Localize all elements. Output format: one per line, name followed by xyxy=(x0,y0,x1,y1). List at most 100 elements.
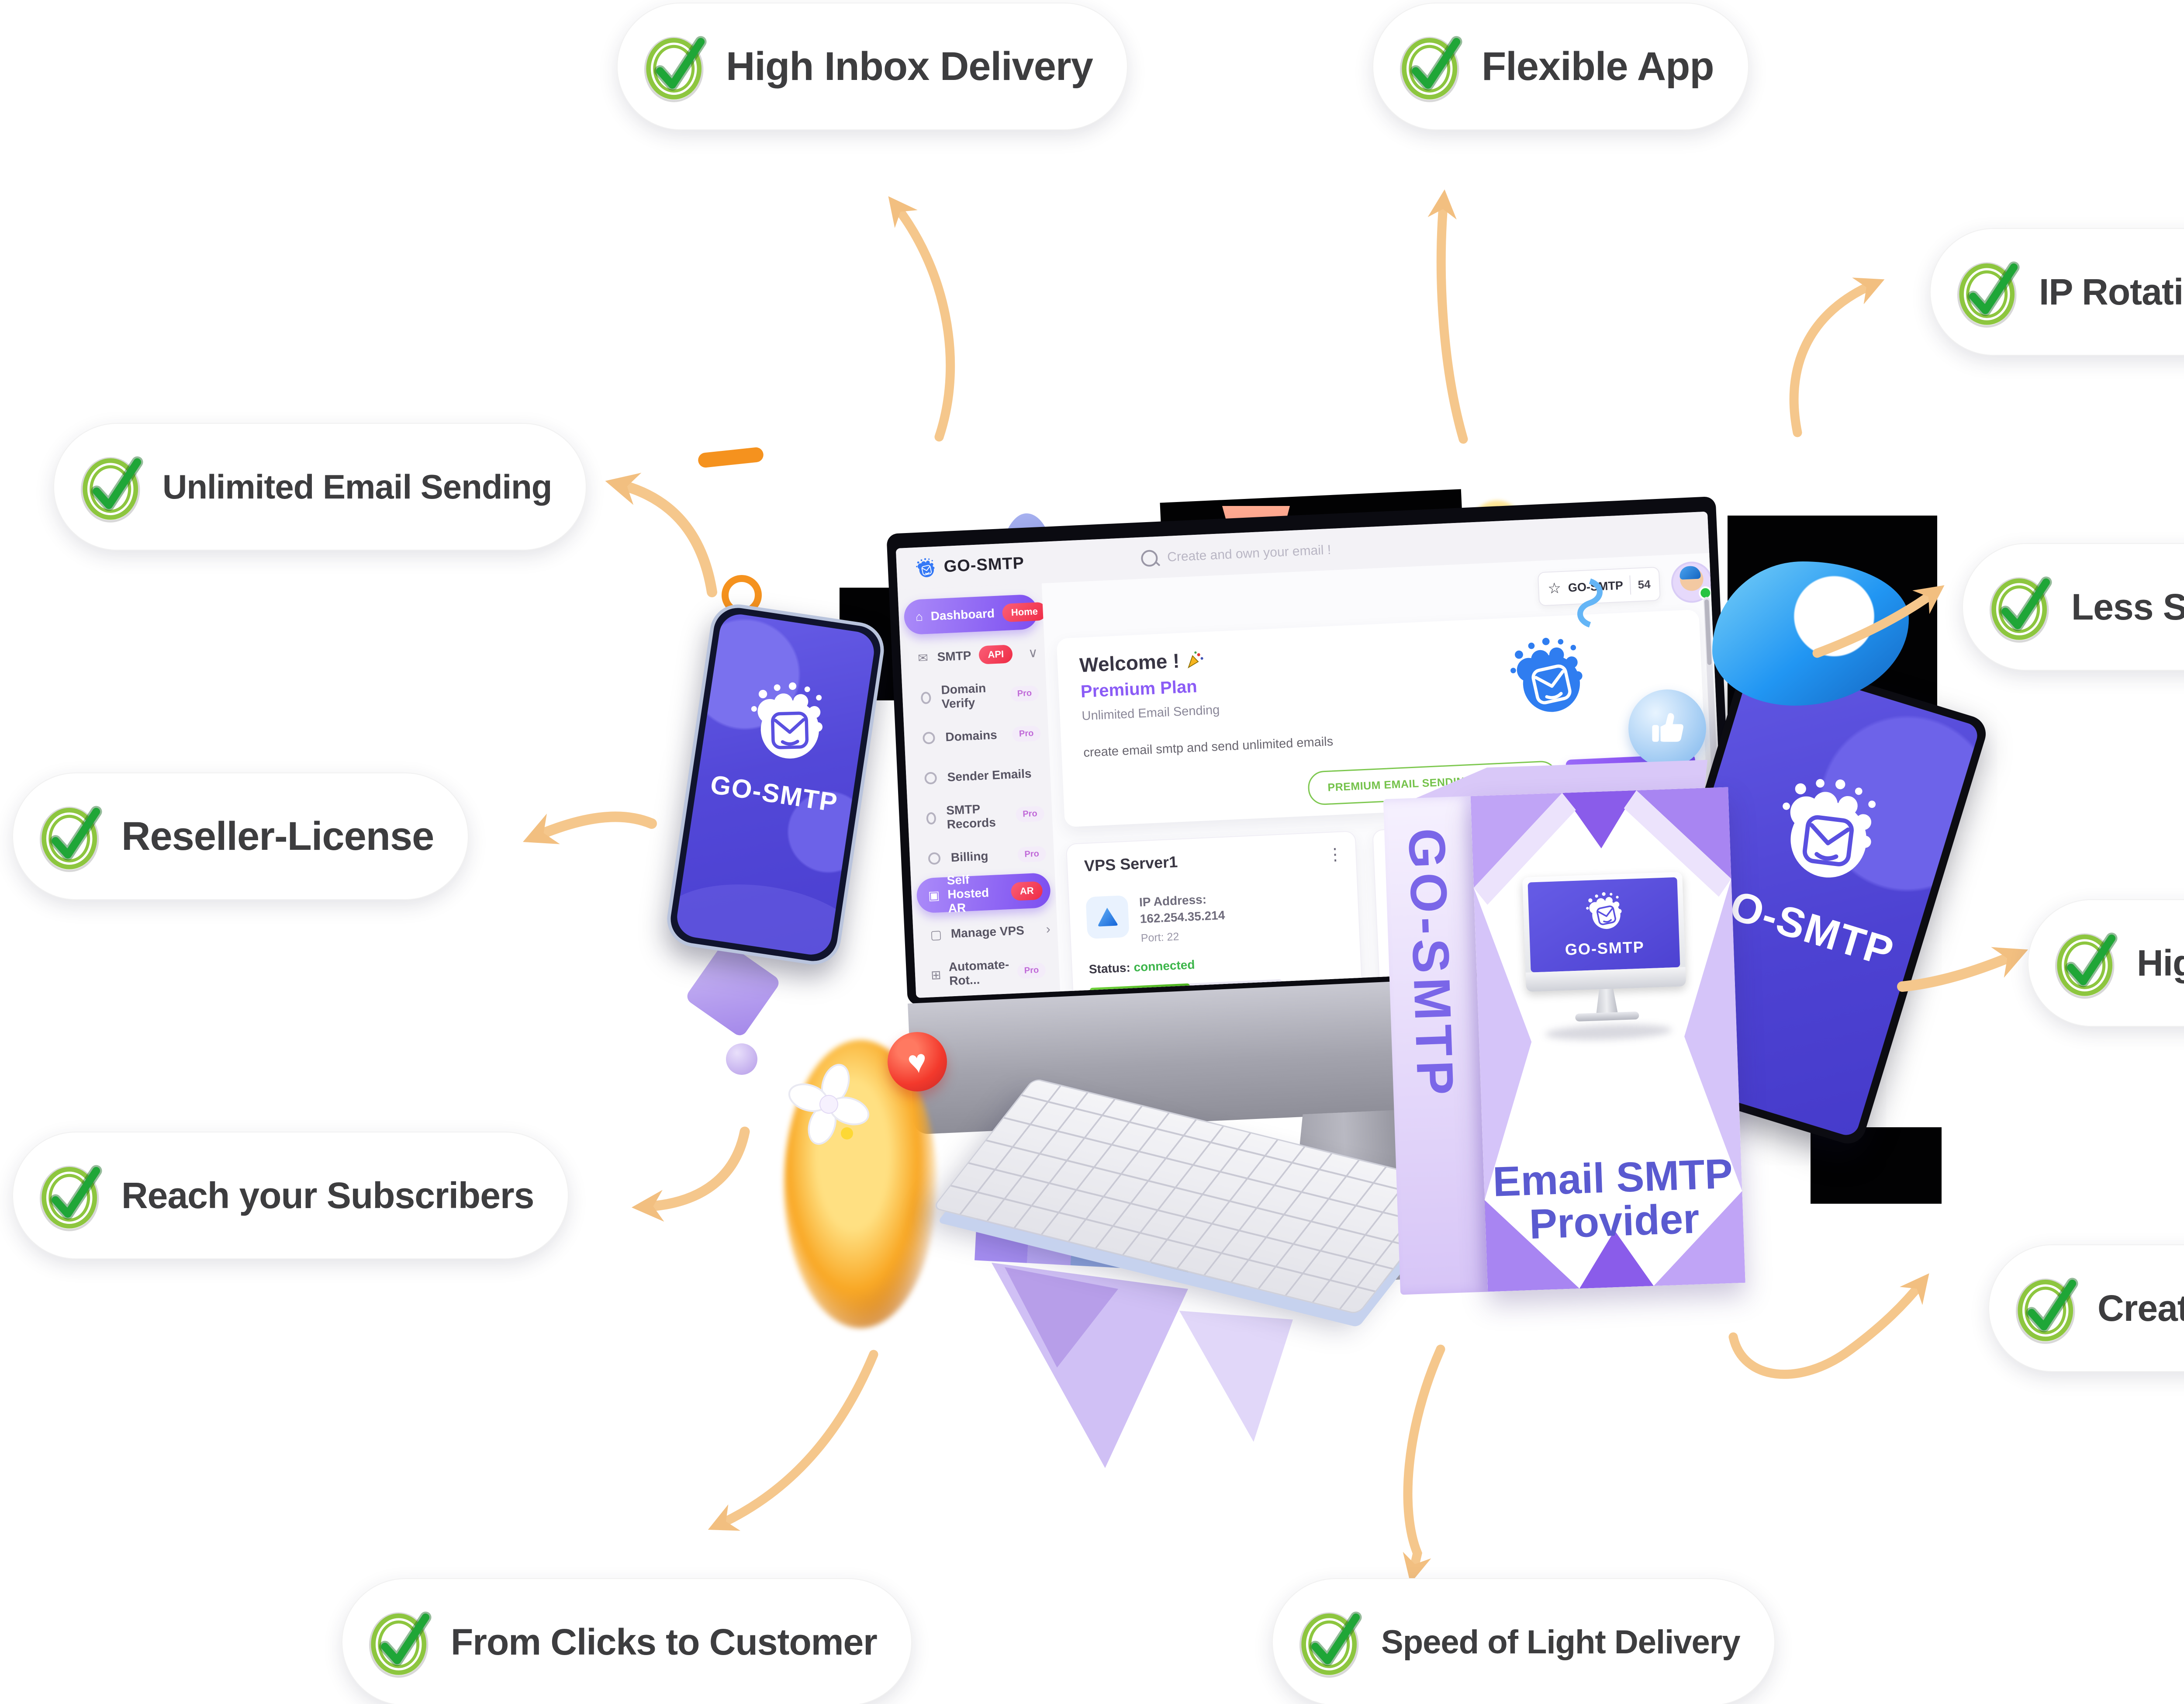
status-connected: connected xyxy=(1133,958,1196,974)
check-circle-icon xyxy=(1393,28,1470,105)
cube-icon: ▣ xyxy=(928,888,940,903)
arrow-icon xyxy=(1403,1344,1445,1583)
sidebar-item-automate-rotation[interactable]: ⊞ Automate-Rot... Pro › xyxy=(914,952,1066,993)
plan-name: Premium Plan xyxy=(1080,677,1198,702)
party-popper-icon xyxy=(1188,651,1203,668)
check-circle-icon xyxy=(33,798,110,875)
divider xyxy=(1629,575,1631,595)
box-front-panel: GO-SMTP Email SMTP Provider xyxy=(1470,787,1745,1292)
box-screen-brand-text: GO-SMTP xyxy=(1565,938,1645,959)
radio-icon xyxy=(924,772,937,785)
radio-icon xyxy=(928,852,941,865)
radio-icon xyxy=(922,731,936,745)
feature-label: From Clicks to Customer xyxy=(451,1621,878,1662)
feature-label: Less Struggle High Result xyxy=(2071,586,2184,627)
pro-badge: Pro xyxy=(1017,962,1046,979)
sidebar-item-dashboard[interactable]: ⌂ Dashboard Home xyxy=(903,594,1047,635)
box-title: Email SMTP Provider xyxy=(1492,1150,1734,1248)
arrow-icon xyxy=(631,1126,750,1222)
check-circle-icon xyxy=(2049,925,2125,1001)
splash-logo-icon xyxy=(1749,749,1902,902)
sidebar-item-sender-emails[interactable]: Sender Emails xyxy=(905,755,1051,797)
home-icon: ⌂ xyxy=(915,610,923,624)
orange-dash-decoration xyxy=(697,447,764,468)
feature-label: High Inbox Delivery xyxy=(726,44,1093,89)
feature-badge-less-struggle-high-result: Less Struggle High Result xyxy=(1962,543,2184,671)
check-circle-icon xyxy=(1293,1604,1370,1680)
feature-label: Speed of Light Delivery xyxy=(1381,1623,1741,1661)
sidebar-item-domain-verify[interactable]: Domain Verify Pro xyxy=(902,675,1047,717)
thumbs-up-icon xyxy=(1628,689,1706,767)
feature-badge-ip-rotation: IP Rotation xyxy=(1930,228,2184,356)
star-icon: ☆ xyxy=(1547,580,1562,597)
sidebar-item-smtp-records[interactable]: SMTP Records Pro xyxy=(907,796,1053,837)
brand-logo-text: GO-SMTP xyxy=(943,554,1025,576)
feature-badge-reach-your-subscribers: Reach your Subscribers xyxy=(12,1132,569,1259)
chevron-right-icon: › xyxy=(1045,921,1051,937)
grid-icon: ⊞ xyxy=(930,967,942,982)
check-circle-icon xyxy=(638,28,715,105)
kebab-menu-icon[interactable]: ⋮ xyxy=(1326,845,1344,865)
ar-badge: AR xyxy=(1010,881,1043,901)
welcome-card: Welcome ! Premium Plan Unlimited Email S… xyxy=(1056,609,1707,828)
plan-subtitle: Unlimited Email Sending xyxy=(1081,703,1220,724)
feature-badge-flexible-app: Flexible App xyxy=(1372,3,1749,130)
arrow-icon xyxy=(888,196,955,442)
yellow-ball-decoration xyxy=(841,1127,853,1139)
feature-label: High Inbox Maintenance xyxy=(2137,942,2184,984)
sidebar-item-billing[interactable]: Billing Pro xyxy=(909,835,1054,877)
check-circle-icon xyxy=(2009,1270,2086,1347)
feature-badge-create-sub-account: Create Sub-Account xyxy=(1988,1244,2184,1372)
feature-badge-reseller-license: Reseller-License xyxy=(12,772,469,900)
pro-badge: Pro xyxy=(1010,685,1039,702)
search-placeholder: Create and own your email ! xyxy=(1167,542,1331,565)
arrow-icon xyxy=(1427,189,1468,444)
search-icon xyxy=(1140,549,1158,567)
software-box: GO-SMTP GO-SMTP xyxy=(1382,757,1745,1295)
feature-badge-high-inbox-maintenance: High Inbox Maintenance xyxy=(2028,899,2184,1027)
pro-badge: Pro xyxy=(1015,805,1045,822)
feature-label: Unlimited Email Sending xyxy=(162,467,552,506)
feature-label: Reach your Subscribers xyxy=(121,1174,534,1216)
splash-logo-icon xyxy=(1498,627,1593,722)
splash-logo-icon xyxy=(1580,887,1627,934)
sidebar-item-manage-vps[interactable]: ▢ Manage VPS › xyxy=(912,911,1058,953)
check-circle-icon xyxy=(363,1604,439,1680)
sidebar: ⌂ Dashboard Home ✉ SMTP API ∨ Domain Ver… xyxy=(898,583,1066,998)
feature-label: Flexible App xyxy=(1482,44,1714,89)
ip-address-value: 162.254.35.214 xyxy=(1140,908,1225,926)
splash-logo-icon xyxy=(733,666,839,772)
feature-label: IP Rotation xyxy=(2039,271,2184,312)
plan-description: create email smtp and send unlimited ema… xyxy=(1083,734,1334,760)
feature-badge-high-inbox-delivery: High Inbox Delivery xyxy=(617,3,1128,130)
feature-badge-from-clicks-to-customer: From Clicks to Customer xyxy=(342,1578,912,1704)
arrow-icon xyxy=(708,1350,878,1531)
box-pattern xyxy=(1470,787,1745,1292)
server-triangle-icon xyxy=(1085,895,1130,939)
sphere-decoration xyxy=(726,1043,757,1075)
box-side-panel: GO-SMTP xyxy=(1383,796,1488,1295)
check-circle-icon xyxy=(74,448,151,525)
arrow-icon xyxy=(1897,947,2028,992)
sidebar-item-smtp[interactable]: ✉ SMTP API ∨ xyxy=(900,635,1045,676)
pro-badge: Pro xyxy=(1012,725,1041,742)
sidebar-item-self-hosted-ar[interactable]: ▣ Self Hosted AR AR xyxy=(916,872,1051,915)
phone-screen: GO-SMTP xyxy=(674,611,877,958)
sidebar-item-domains[interactable]: Domains Pro xyxy=(904,715,1049,757)
phone-brand-text: GO-SMTP xyxy=(708,769,840,818)
arrow-icon xyxy=(1789,277,1885,437)
pro-badge: Pro xyxy=(1017,845,1047,862)
check-circle-icon xyxy=(33,1157,110,1234)
radio-icon xyxy=(926,812,936,825)
search-bar[interactable]: Create and own your email ! xyxy=(1140,542,1331,567)
welcome-title: Welcome ! xyxy=(1079,648,1205,677)
arrow-icon xyxy=(523,811,657,844)
feature-badge-unlimited-email-sending: Unlimited Email Sending xyxy=(53,423,587,551)
box-side-brand-text: GO-SMTP xyxy=(1397,827,1465,1101)
envelope-icon: ✉ xyxy=(917,651,929,665)
plan-pill[interactable]: ☆ GO-SMTP 54 xyxy=(1537,566,1661,606)
api-badge: API xyxy=(978,644,1013,665)
check-circle-icon xyxy=(1983,568,2060,645)
feature-badge-speed-of-light-delivery: Speed of Light Delivery xyxy=(1272,1578,1775,1704)
